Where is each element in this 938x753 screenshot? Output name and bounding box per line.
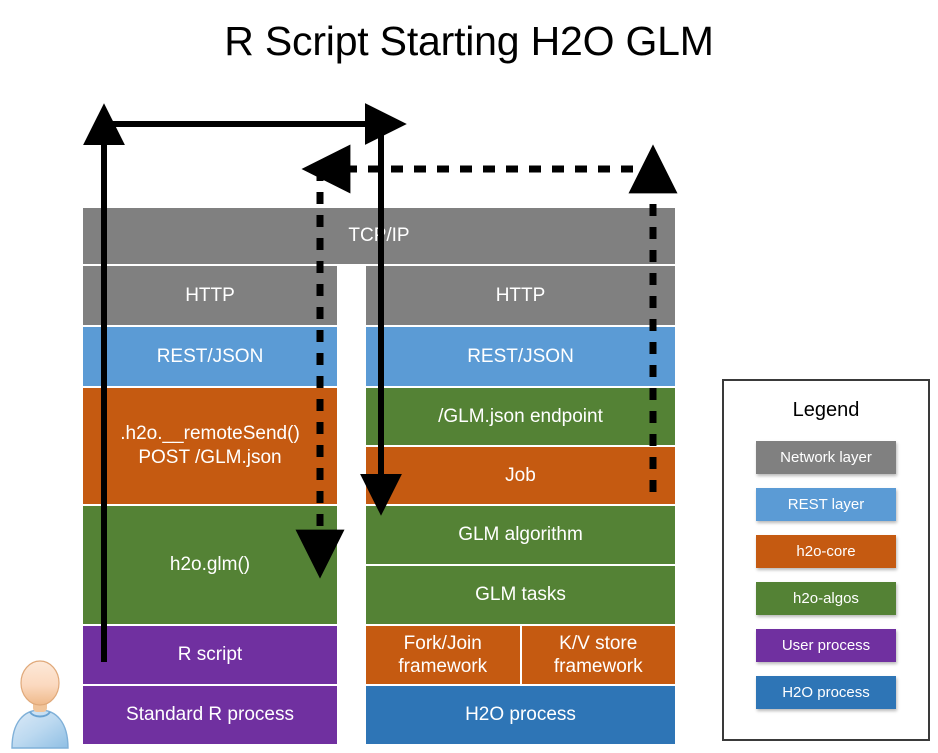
right-band-job: Job <box>365 446 676 505</box>
right-band-glm-tasks: GLM tasks <box>365 565 676 625</box>
right-band-kv-store-line-2: framework <box>553 656 643 677</box>
legend-item-network-layer: Network layer <box>756 441 896 474</box>
legend-item-h2o-algos-label: h2o-algos <box>793 590 859 607</box>
right-band-h2o-process-label: H2O process <box>465 704 576 725</box>
left-band-h2o-glm-label: h2o.glm() <box>169 554 251 575</box>
legend-title: Legend <box>792 399 860 421</box>
left-band-remote-send-line-2: POST /GLM.json <box>138 447 282 468</box>
right-band-frameworks-row: Fork/Join framework K/V store framework <box>365 625 676 685</box>
right-band-http: HTTP <box>365 265 676 326</box>
right-band-glm-json-endpoint: /GLM.json endpoint <box>365 387 676 446</box>
right-band-fork-join-line-1: Fork/Join <box>403 633 482 654</box>
legend-item-rest-layer: REST layer <box>756 488 896 521</box>
legend-item-h2o-core-label: h2o-core <box>796 543 856 560</box>
right-band-kv-store-line-1: K/V store <box>559 633 638 654</box>
left-band-remote-send-line-1: .h2o.__remoteSend() <box>120 423 300 444</box>
legend-item-h2o-process: H2O process <box>756 676 896 709</box>
right-band-rest-json: REST/JSON <box>365 326 676 387</box>
legend-item-user-process: User process <box>756 629 896 662</box>
right-band-kv-store-framework: K/V store framework <box>520 625 676 685</box>
legend-item-h2o-process-label: H2O process <box>782 684 870 701</box>
right-band-fork-join-line-2: framework <box>398 656 488 677</box>
left-band-http-label: HTTP <box>185 284 235 306</box>
left-band-remote-send: .h2o.__remoteSend() POST /GLM.json <box>82 387 338 505</box>
left-band-r-script-label: R script <box>177 644 243 665</box>
right-band-http-label: HTTP <box>495 284 546 306</box>
legend-item-user-process-label: User process <box>781 637 871 654</box>
right-band-h2o-process: H2O process <box>365 685 676 745</box>
right-band-glm-json-endpoint-label: /GLM.json endpoint <box>438 405 603 427</box>
legend-item-rest-layer-label: REST layer <box>787 496 865 513</box>
left-band-rest-json: REST/JSON <box>82 326 338 387</box>
user-avatar-icon <box>11 660 69 749</box>
legend-panel: Legend Network layer REST layer h2o-core… <box>722 379 930 741</box>
left-band-r-script: R script <box>82 625 338 685</box>
left-band-h2o-glm: h2o.glm() <box>82 505 338 625</box>
legend-item-network-layer-label: Network layer <box>780 449 872 466</box>
page-title: R Script Starting H2O GLM <box>224 18 714 64</box>
right-band-glm-algorithm: GLM algorithm <box>365 505 676 565</box>
right-band-job-label: Job <box>505 464 536 486</box>
left-band-remote-send-label: .h2o.__remoteSend() POST /GLM.json <box>120 422 300 470</box>
band-tcpip: TCP/IP <box>82 207 676 265</box>
legend-item-h2o-algos: h2o-algos <box>756 582 896 615</box>
left-band-standard-r-process-label: Standard R process <box>126 704 294 725</box>
right-band-glm-algorithm-label: GLM algorithm <box>458 524 583 545</box>
legend-items: Network layer REST layer h2o-core h2o-al… <box>724 441 928 723</box>
right-band-rest-json-label: REST/JSON <box>467 345 574 367</box>
left-band-http: HTTP <box>82 265 338 326</box>
left-band-rest-json-label: REST/JSON <box>156 345 264 367</box>
right-band-fork-join-framework: Fork/Join framework <box>365 625 521 685</box>
legend-item-h2o-core: h2o-core <box>756 535 896 568</box>
right-band-glm-tasks-label: GLM tasks <box>475 584 566 605</box>
left-band-standard-r-process: Standard R process <box>82 685 338 745</box>
band-tcpip-label: TCP/IP <box>348 225 410 246</box>
